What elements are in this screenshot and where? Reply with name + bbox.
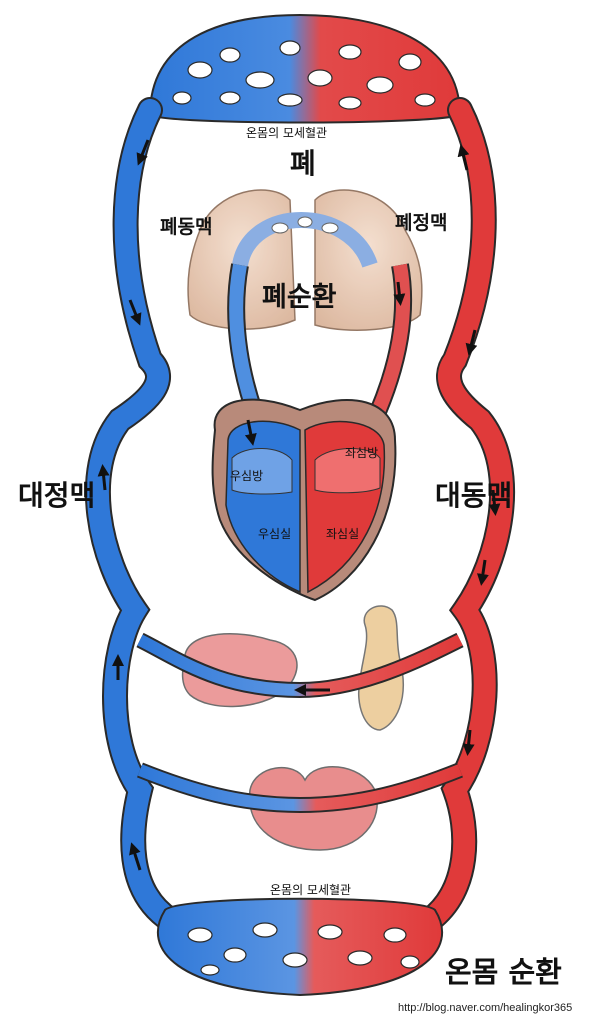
- top-capillary-network: [148, 13, 462, 124]
- right-ventricle-label: 우심실: [258, 527, 292, 541]
- pulmonary-artery-label: 폐동맥: [160, 216, 213, 238]
- capillary-top-label: 온몸의 모세혈관: [246, 126, 328, 140]
- left-atrium-label: 좌심방: [345, 446, 379, 460]
- systemic-circulation-label: 온몸 순환: [445, 955, 562, 989]
- aorta-vessel: [417, 97, 516, 933]
- right-atrium-label: 우심방: [230, 469, 264, 483]
- aorta-label: 대동맥: [435, 479, 513, 512]
- lungs: [187, 189, 423, 331]
- vena-cava-label: 대정맥: [18, 479, 96, 512]
- source-url-text: http://blog.naver.com/healingkor365: [398, 1002, 573, 1014]
- bottom-capillary-network: [156, 897, 444, 997]
- vena-cava-vessel: [84, 97, 183, 933]
- left-ventricle-label: 좌심실: [326, 527, 360, 541]
- flow-arrows: [97, 139, 501, 871]
- heart: [211, 398, 397, 602]
- lung-label: 폐: [290, 147, 316, 180]
- pulmonary-vein-label: 폐정맥: [395, 212, 448, 234]
- capillary-bottom-label: 온몸의 모세혈관: [270, 883, 352, 897]
- pulmonary-circulation-label: 폐순환: [262, 282, 337, 313]
